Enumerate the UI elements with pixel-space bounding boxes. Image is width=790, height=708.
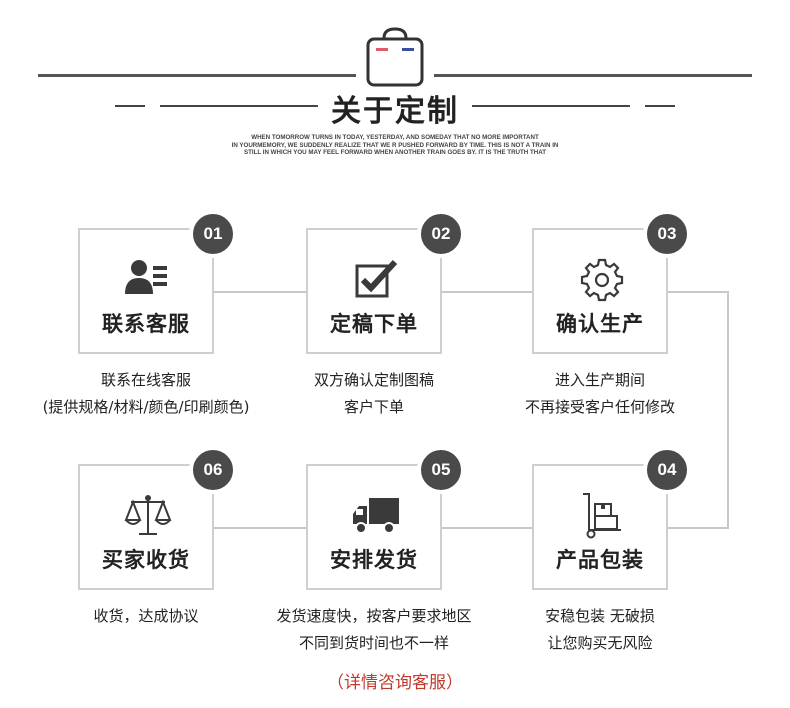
connector-3-right bbox=[668, 291, 729, 293]
desc-line: 不再接受客户任何修改 bbox=[524, 398, 675, 416]
connector-vertical-right bbox=[727, 291, 729, 529]
step-description: 进入生产期间 不再接受客户任何修改 bbox=[450, 367, 750, 421]
step-description: 安稳包装 无破损 让您购买无风险 bbox=[450, 603, 750, 657]
step-number-badge: 06 bbox=[189, 446, 237, 494]
desc-line: 不同到货时间也不一样 bbox=[298, 634, 449, 652]
connector-1-2 bbox=[214, 291, 306, 293]
step-box-packaging: 产品包装 bbox=[532, 464, 668, 590]
connector-right-4 bbox=[668, 527, 729, 529]
desc-line: 发货速度快，按客户要求地区 bbox=[276, 607, 472, 625]
subtitle-line: IN YOURMEMORY, WE SUDDENLY REALIZE THAT … bbox=[231, 141, 559, 149]
step-description: 双方确认定制图稿 客户下单 bbox=[224, 367, 524, 421]
desc-line: 双方确认定制图稿 bbox=[313, 371, 434, 389]
desc-line: 安稳包装 无破损 bbox=[545, 607, 655, 625]
header-line-top-left bbox=[38, 74, 356, 77]
page-title: 关于定制 bbox=[331, 94, 459, 129]
step-number-badge: 05 bbox=[417, 446, 465, 494]
scale-icon bbox=[123, 490, 173, 540]
consult-service-note: （详情咨询客服） bbox=[327, 673, 463, 693]
header-line-top-right bbox=[434, 74, 752, 77]
connector-2-3 bbox=[442, 291, 532, 293]
subtitle-line: WHEN TOMORROW TURNS IN TODAY, YESTERDAY,… bbox=[251, 134, 539, 141]
header-line-mid-left bbox=[160, 105, 318, 107]
header-line-mid-right bbox=[472, 105, 630, 107]
step-description: 收货，达成协议 bbox=[0, 603, 296, 630]
desc-line: 让您购买无风险 bbox=[547, 634, 653, 652]
desc-line: 客户下单 bbox=[343, 398, 404, 416]
checkbox-icon bbox=[351, 254, 401, 304]
step-box-confirm-production: 确认生产 bbox=[532, 228, 668, 354]
connector-4-5 bbox=[442, 527, 532, 529]
hand-truck-icon bbox=[577, 490, 627, 540]
step-box-shipping: 安排发货 bbox=[306, 464, 442, 590]
desc-line: 收货，达成协议 bbox=[93, 607, 199, 625]
step-description: 发货速度快，按客户要求地区 不同到货时间也不一样 bbox=[224, 603, 524, 657]
step-number-badge: 04 bbox=[643, 446, 691, 494]
page-subtitle: WHEN TOMORROW TURNS IN TODAY, YESTERDAY,… bbox=[195, 134, 595, 157]
step-label: 联系客服 bbox=[102, 312, 190, 336]
contact-card-icon bbox=[123, 254, 173, 304]
step-description: 联系在线客服 (提供规格/材料/颜色/印刷颜色) bbox=[0, 367, 296, 421]
step-box-finalize-order: 定稿下单 bbox=[306, 228, 442, 354]
desc-line: 联系在线客服 bbox=[100, 371, 191, 389]
step-label: 安排发货 bbox=[330, 548, 418, 572]
header-line-dash-right bbox=[645, 105, 675, 107]
bag-icon bbox=[362, 24, 428, 90]
header-line-dash-left bbox=[115, 105, 145, 107]
step-number-badge: 02 bbox=[417, 210, 465, 258]
step-box-contact: 联系客服 bbox=[78, 228, 214, 354]
step-number-badge: 03 bbox=[643, 210, 691, 258]
step-label: 确认生产 bbox=[556, 312, 644, 336]
desc-line: (提供规格/材料/颜色/印刷颜色) bbox=[42, 398, 250, 416]
step-label: 买家收货 bbox=[102, 548, 190, 572]
gear-icon bbox=[577, 254, 627, 304]
step-label: 产品包装 bbox=[556, 548, 644, 572]
step-number-badge: 01 bbox=[189, 210, 237, 258]
truck-icon bbox=[351, 490, 401, 540]
step-box-receive: 买家收货 bbox=[78, 464, 214, 590]
step-label: 定稿下单 bbox=[330, 312, 418, 336]
connector-5-6 bbox=[214, 527, 306, 529]
subtitle-line: STILL IN WHICH YOU MAY FEEL FORWARD WHEN… bbox=[243, 149, 547, 156]
desc-line: 进入生产期间 bbox=[554, 371, 645, 389]
